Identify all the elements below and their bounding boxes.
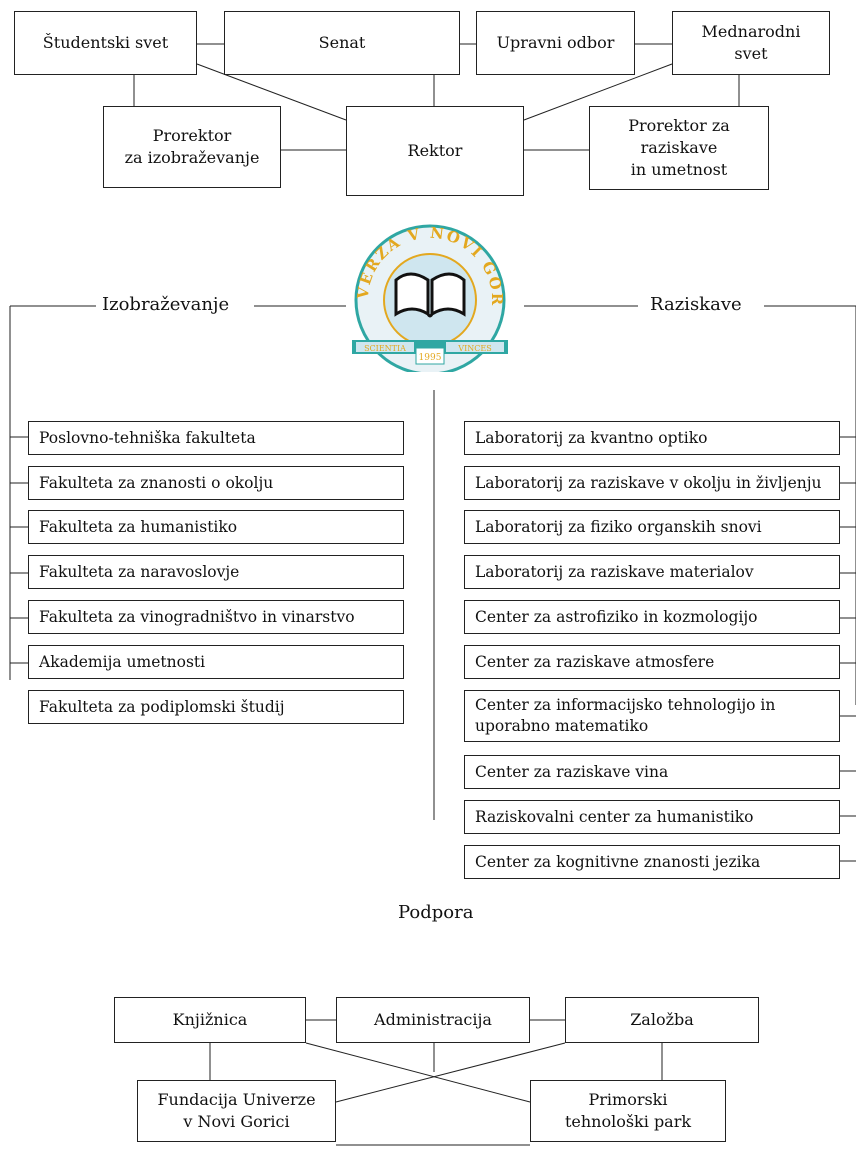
administracija-box: Administracija bbox=[336, 997, 530, 1043]
tehnoloski-park-box: Primorski tehnološki park bbox=[530, 1080, 726, 1142]
prorektor-raziskave-box: Prorektor za raziskave in umetnost bbox=[589, 106, 769, 190]
research-item: Laboratorij za kvantno optiko bbox=[464, 421, 840, 455]
logo-motto-left: SCIENTIA bbox=[364, 344, 406, 353]
fundacija-box: Fundacija Univerze v Novi Gorici bbox=[137, 1080, 336, 1142]
studentski-svet-box: Študentski svet bbox=[14, 11, 197, 75]
education-heading: Izobraževanje bbox=[96, 294, 236, 316]
education-item: Akademija umetnosti bbox=[28, 645, 404, 679]
education-item: Fakulteta za znanosti o okolju bbox=[28, 466, 404, 500]
university-seal-logo: UNIVERZA V NOVI GORICI SCIENTIA VINCES 1… bbox=[340, 222, 508, 372]
support-heading: Podpora bbox=[392, 902, 480, 924]
logo-year: 1995 bbox=[419, 353, 442, 363]
education-item: Fakulteta za naravoslovje bbox=[28, 555, 404, 589]
research-item: Center za astrofiziko in kozmologijo bbox=[464, 600, 840, 634]
education-item: Fakulteta za vinogradništvo in vinarstvo bbox=[28, 600, 404, 634]
logo-motto-right: VINCES bbox=[457, 344, 491, 353]
upravni-odbor-box: Upravni odbor bbox=[476, 11, 635, 75]
research-heading: Raziskave bbox=[644, 294, 748, 316]
knjiznica-box: Knjižnica bbox=[114, 997, 306, 1043]
senat-box: Senat bbox=[224, 11, 460, 75]
education-item: Fakulteta za podiplomski študij bbox=[28, 690, 404, 724]
open-book-icon bbox=[394, 272, 466, 318]
research-item: Laboratorij za raziskave v okolju in živ… bbox=[464, 466, 840, 500]
research-item: Center za informacijsko tehnologijo in u… bbox=[464, 690, 840, 742]
research-item: Center za raziskave vina bbox=[464, 755, 840, 789]
research-item: Laboratorij za raziskave materialov bbox=[464, 555, 840, 589]
education-item: Fakulteta za humanistiko bbox=[28, 510, 404, 544]
research-item: Raziskovalni center za humanistiko bbox=[464, 800, 840, 834]
mednarodni-svet-box: Mednarodni svet bbox=[672, 11, 830, 75]
research-item: Center za raziskave atmosfere bbox=[464, 645, 840, 679]
prorektor-izobrazevanje-box: Prorektor za izobraževanje bbox=[103, 106, 281, 188]
rektor-box: Rektor bbox=[346, 106, 524, 196]
education-item: Poslovno-tehniška fakulteta bbox=[28, 421, 404, 455]
zalozba-box: Založba bbox=[565, 997, 759, 1043]
research-item: Laboratorij za fiziko organskih snovi bbox=[464, 510, 840, 544]
research-item: Center za kognitivne znanosti jezika bbox=[464, 845, 840, 879]
